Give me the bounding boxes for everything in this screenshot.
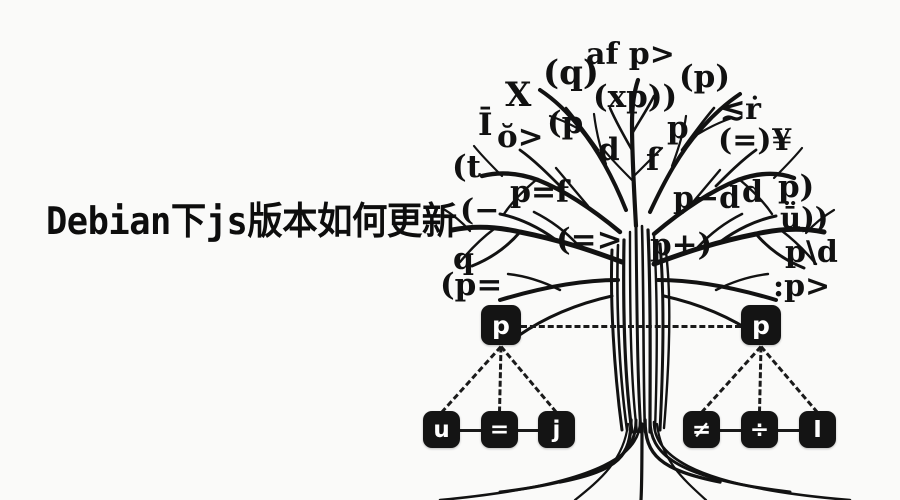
diagram-link-segment xyxy=(518,429,538,432)
canopy-symbol: p\d xyxy=(785,235,838,270)
canopy-symbol: ≲ṙ xyxy=(720,92,761,127)
canopy-symbol: (p= xyxy=(440,267,503,303)
canopy-symbol: (xp)) xyxy=(593,79,678,115)
canopy-symbol: d xyxy=(742,175,763,210)
canopy-symbol: p−d xyxy=(673,181,741,216)
diagram-link xyxy=(521,325,741,328)
diagram-parent-node: p xyxy=(741,305,781,345)
canopy-symbol: q xyxy=(453,242,474,277)
diagram-link-segment xyxy=(720,429,741,432)
canopy-symbol: p) xyxy=(778,169,815,205)
tree-branches xyxy=(440,77,836,338)
diagram-child-node: u xyxy=(423,411,460,448)
canopy-symbol: p=f xyxy=(510,175,570,210)
diagram-link-segment xyxy=(460,429,481,432)
canopy-symbol: (p xyxy=(547,105,584,141)
canopy-symbol: (q) xyxy=(543,53,599,93)
canopy-symbol: (t xyxy=(452,149,481,185)
diagram-child-node: j xyxy=(538,411,575,448)
canopy-symbol: af p> xyxy=(586,37,675,72)
canopy-symbol: f xyxy=(646,142,660,178)
canopy-symbol: Ī xyxy=(478,107,493,143)
diagram-child-node: ÷ xyxy=(741,411,778,448)
canopy-symbol: p xyxy=(667,110,689,146)
canopy-symbol: (− xyxy=(460,193,500,228)
page-title: Debian下js版本如何更新 xyxy=(46,199,457,243)
canopy-symbol: (p) xyxy=(679,59,731,95)
canopy-symbol: p+) xyxy=(650,227,713,263)
canopy-symbol: (=)¥ xyxy=(718,123,793,158)
canopy-symbol: (=> xyxy=(556,222,623,258)
diagram-child-node: I xyxy=(799,411,836,448)
diagram-link-segment xyxy=(778,429,799,432)
canopy-symbol: X xyxy=(505,75,532,115)
canopy-symbol: ŏ> xyxy=(497,119,544,155)
canopy-symbol: d xyxy=(598,132,620,168)
diagram-child-node: ≠ xyxy=(683,411,720,448)
diagram-parent-node: p xyxy=(481,305,521,345)
diagram-child-node: = xyxy=(481,411,518,448)
canopy-symbol: :p> xyxy=(773,269,831,304)
canopy-symbol: ṻ)) xyxy=(780,201,829,235)
